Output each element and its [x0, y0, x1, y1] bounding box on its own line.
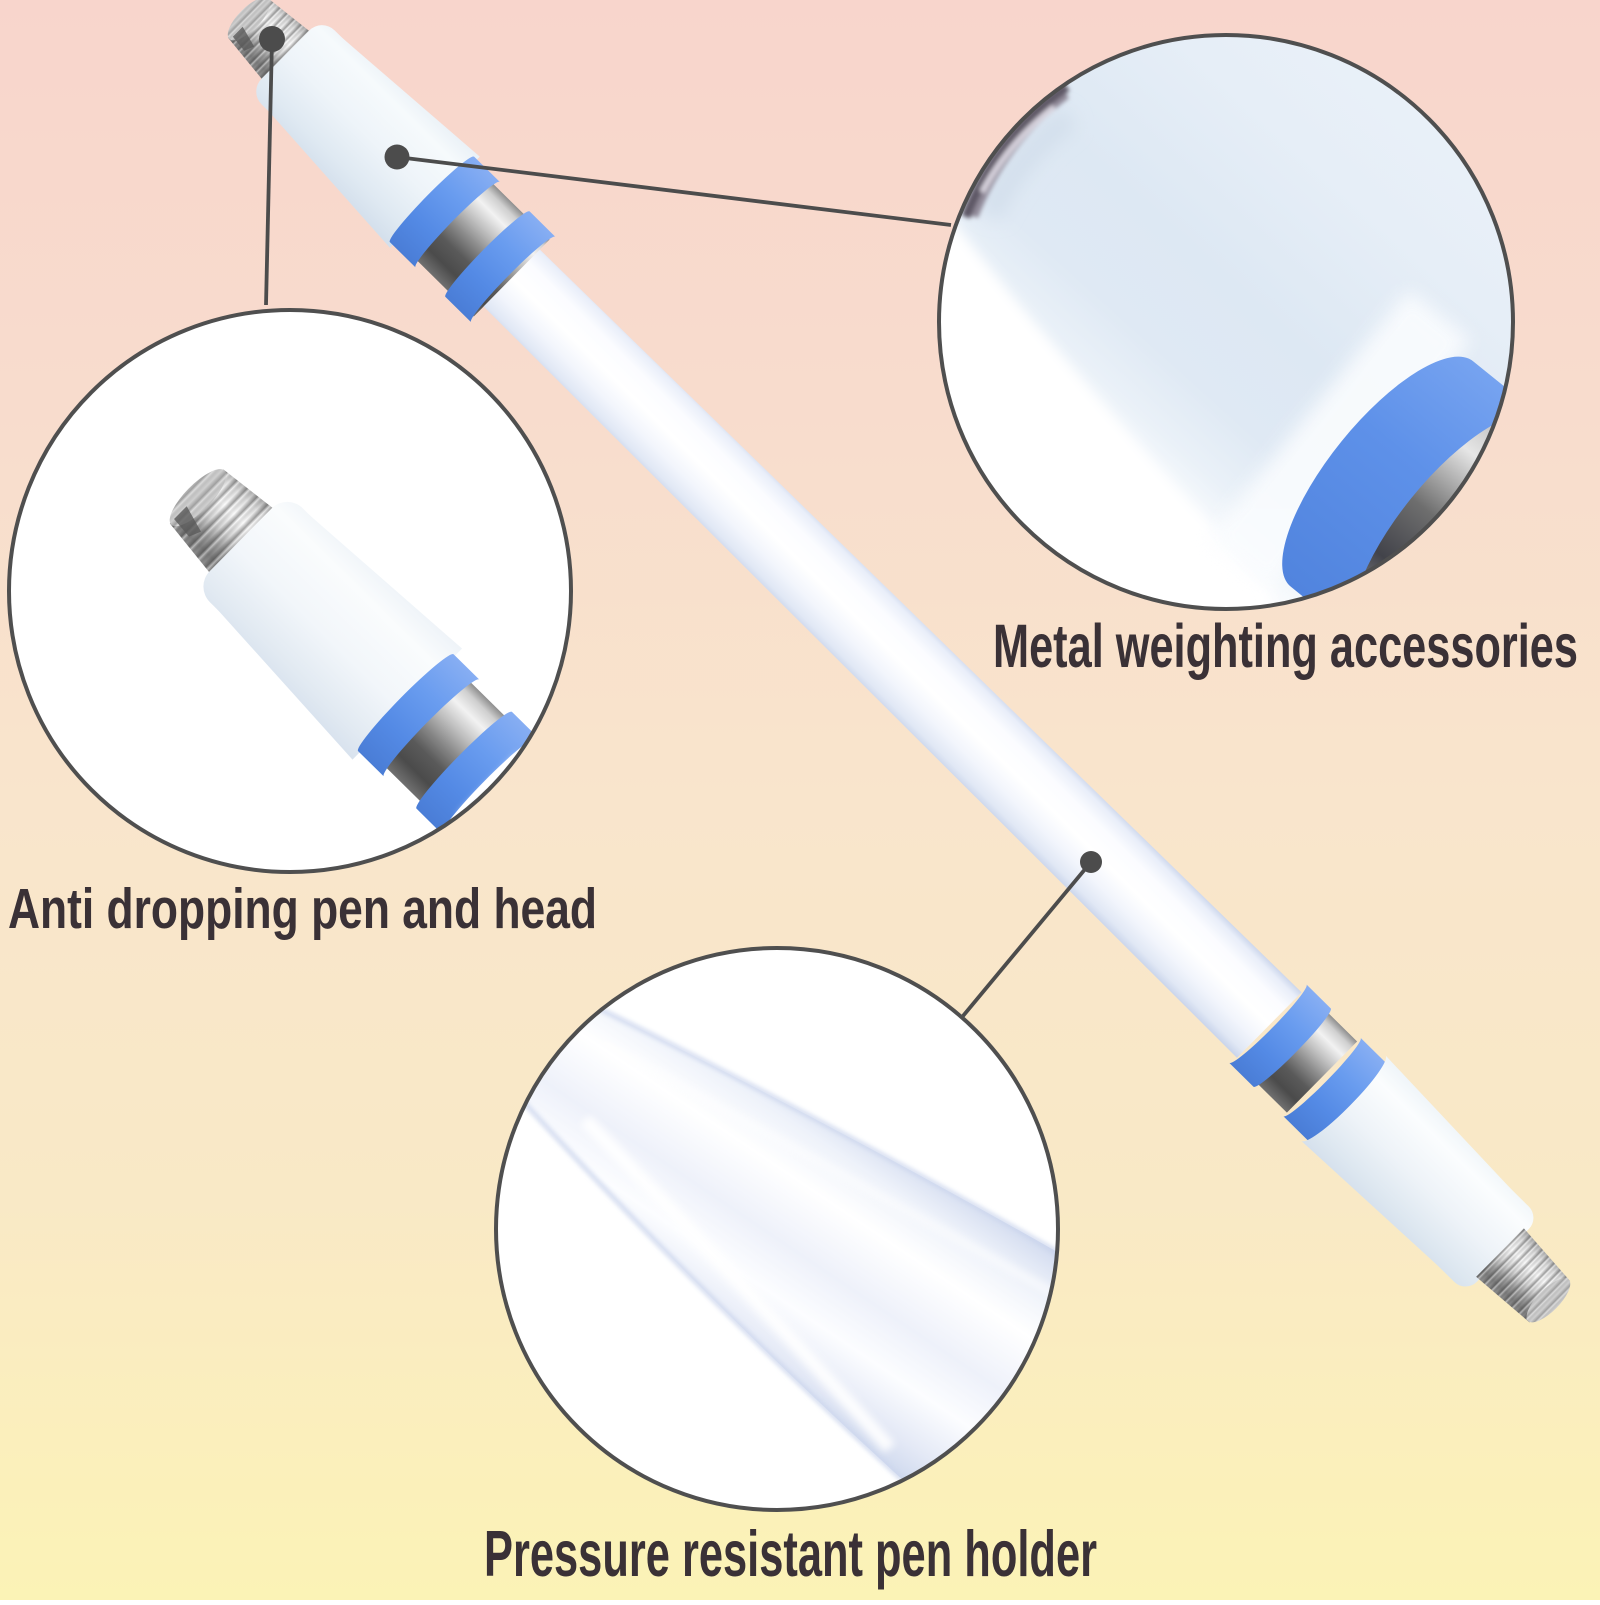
svg-text:Metal weighting accessories: Metal weighting accessories	[993, 612, 1578, 680]
svg-text:Anti dropping pen and head: Anti dropping pen and head	[8, 877, 597, 941]
svg-text:Pressure resistant pen holder: Pressure resistant pen holder	[484, 1517, 1097, 1590]
